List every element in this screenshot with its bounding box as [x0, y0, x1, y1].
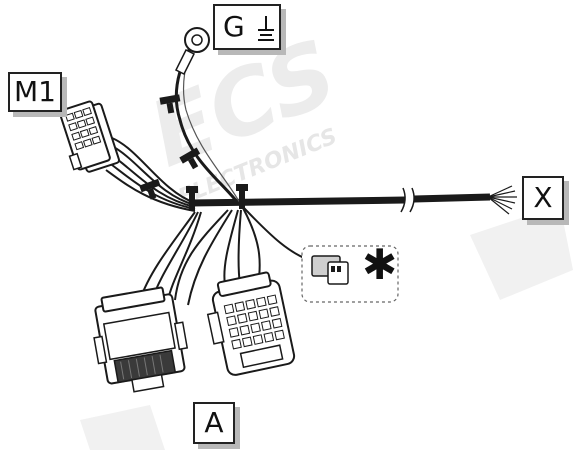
label-g-text: G	[223, 10, 245, 43]
main-cable	[189, 185, 517, 215]
label-g: G	[213, 4, 281, 50]
ground-icon	[258, 16, 274, 41]
wire-ends	[487, 185, 517, 215]
connector-a-icon	[93, 271, 296, 393]
ring-terminal-icon	[174, 27, 210, 76]
watermark-shape-bottom	[80, 405, 165, 450]
ground-wire	[174, 27, 241, 204]
m1-wires	[105, 137, 196, 212]
connector-m1-icon	[58, 100, 120, 173]
label-m1: M1	[8, 72, 62, 112]
label-x: X	[522, 176, 564, 220]
cable-break-mark	[400, 187, 406, 213]
label-a: A	[193, 402, 235, 444]
optional-plug-group	[301, 245, 399, 303]
watermark-shape-right	[470, 205, 573, 300]
cable-ties	[139, 94, 248, 211]
optional-marker: ✱	[362, 240, 398, 289]
optional-plug-icon	[311, 255, 349, 285]
